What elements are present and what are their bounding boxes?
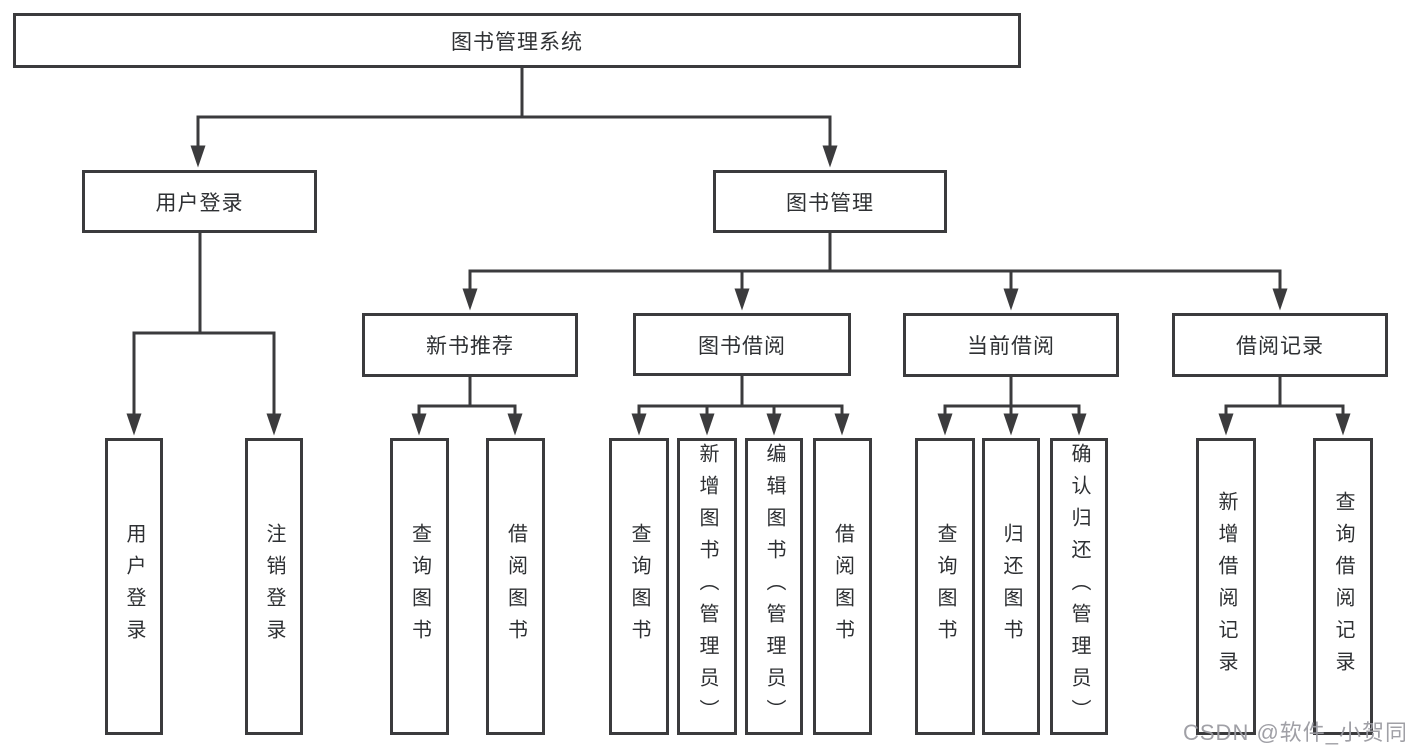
leaf-current-return-book: 归还图书	[982, 438, 1040, 735]
leaf-borrow-add-book-admin: 新增图书（管理员）	[677, 438, 737, 735]
node-book-borrow: 图书借阅	[633, 313, 851, 376]
node-book-management: 图书管理	[713, 170, 947, 233]
node-current-borrow: 当前借阅	[903, 313, 1119, 377]
leaf-logout-login: 注销登录	[245, 438, 303, 735]
node-library-management-system: 图书管理系统	[13, 13, 1021, 68]
leaf-record-add-borrow-record: 新增借阅记录	[1196, 438, 1256, 735]
node-borrow-record: 借阅记录	[1172, 313, 1388, 377]
leaf-current-query-book: 查询图书	[915, 438, 975, 735]
node-user-login: 用户登录	[82, 170, 317, 233]
leaf-record-query-borrow-record: 查询借阅记录	[1313, 438, 1373, 735]
leaf-current-confirm-return-admin: 确认归还（管理员）	[1050, 438, 1108, 735]
leaf-user-login: 用户登录	[105, 438, 163, 735]
leaf-recommend-borrow-book: 借阅图书	[486, 438, 545, 735]
leaf-borrow-query-book: 查询图书	[609, 438, 669, 735]
node-new-book-recommend: 新书推荐	[362, 313, 578, 377]
leaf-borrow-borrow-book: 借阅图书	[813, 438, 872, 735]
leaf-borrow-edit-book-admin: 编辑图书（管理员）	[745, 438, 803, 735]
leaf-recommend-query-book: 查询图书	[390, 438, 449, 735]
csdn-watermark: CSDN @软件_小贺同学	[1183, 720, 1405, 745]
